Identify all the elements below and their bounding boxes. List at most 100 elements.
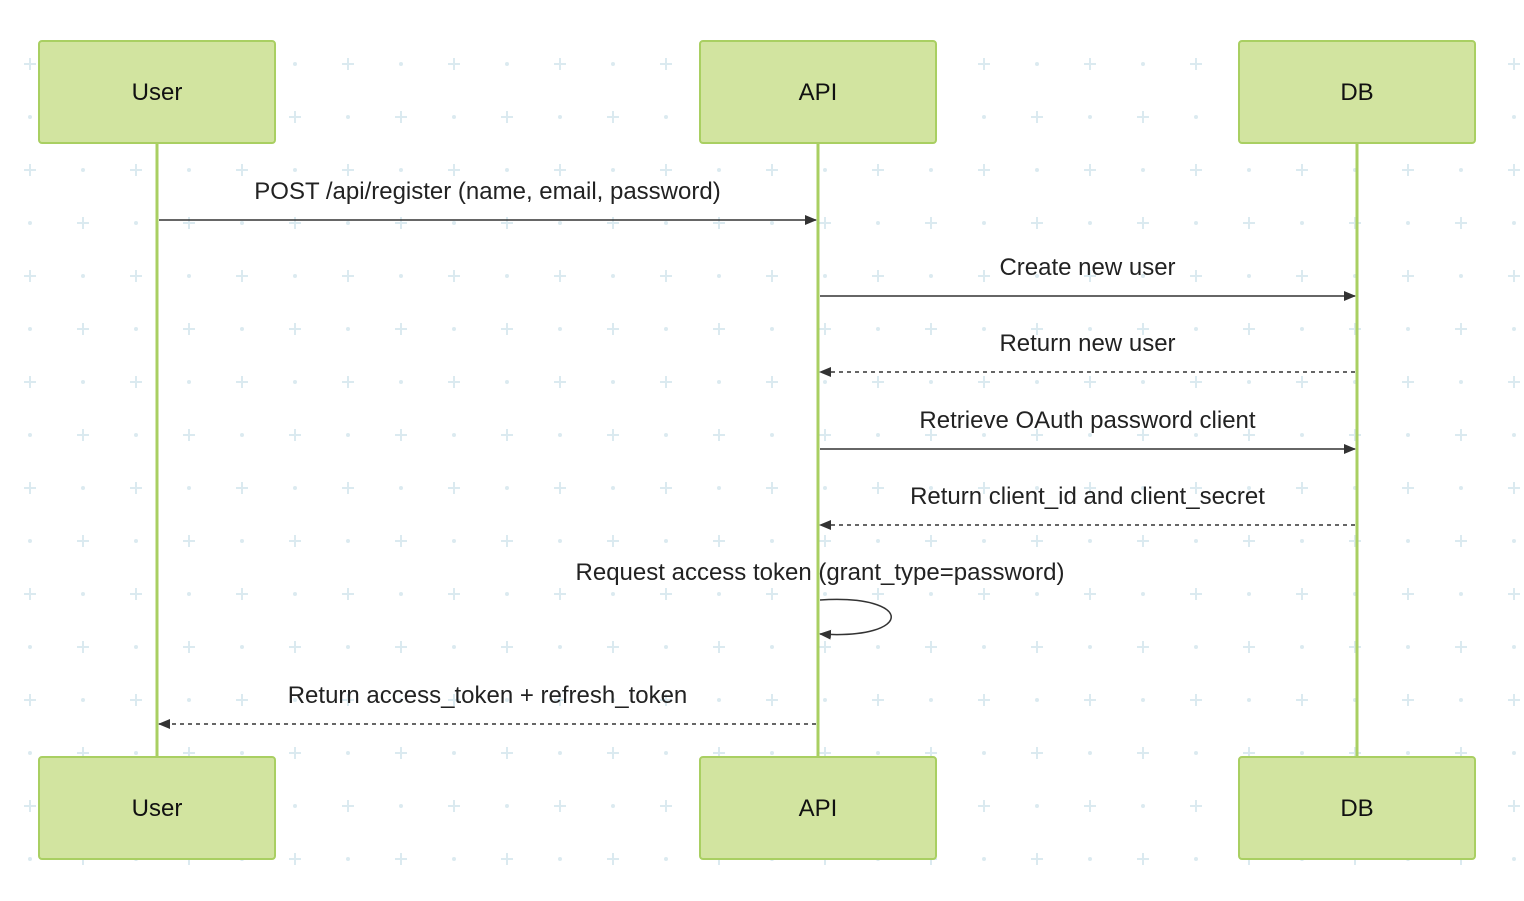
grid-cross [1190, 482, 1202, 494]
grid-dot [1247, 698, 1251, 702]
grid-dot [293, 168, 297, 172]
actor-user-bottom: User [38, 756, 276, 860]
grid-dot [1035, 380, 1039, 384]
grid-cross [1349, 217, 1361, 229]
grid-dot [452, 327, 456, 331]
grid-cross [501, 429, 513, 441]
grid-dot [452, 645, 456, 649]
grid-cross [1349, 323, 1361, 335]
grid-dot [611, 804, 615, 808]
grid-cross [554, 800, 566, 812]
grid-cross [1296, 482, 1308, 494]
grid-cross [501, 111, 513, 123]
lifelines [155, 143, 1359, 757]
grid-cross [1084, 800, 1096, 812]
grid-dot [1035, 168, 1039, 172]
grid-cross [1031, 853, 1043, 865]
grid-cross [1455, 429, 1467, 441]
grid-dot [81, 592, 85, 596]
grid-dot [346, 115, 350, 119]
grid-dot [558, 751, 562, 755]
messages: POST /api/register (name, email, passwor… [158, 178, 1356, 729]
grid-dot [1088, 327, 1092, 331]
grid-cross [925, 535, 937, 547]
grid-dot [399, 62, 403, 66]
grid-dot [1035, 62, 1039, 66]
grid-cross [766, 588, 778, 600]
grid-cross [607, 641, 619, 653]
grid-cross [448, 164, 460, 176]
grid-dot [823, 592, 827, 596]
grid-cross [554, 270, 566, 282]
grid-dot [505, 698, 509, 702]
grid-dot [346, 645, 350, 649]
grid-dot [346, 751, 350, 755]
grid-dot [1512, 751, 1516, 755]
grid-dot [1512, 857, 1516, 861]
grid-dot [1512, 115, 1516, 119]
grid-dot [1459, 698, 1463, 702]
grid-dot [452, 751, 456, 755]
grid-dot [876, 221, 880, 225]
grid-cross [1508, 376, 1520, 388]
grid-cross [607, 323, 619, 335]
grid-cross [1296, 694, 1308, 706]
grid-cross [925, 323, 937, 335]
grid-cross [766, 694, 778, 706]
grid-dot [664, 645, 668, 649]
grid-dot [134, 221, 138, 225]
grid-cross [342, 376, 354, 388]
grid-dot [876, 645, 880, 649]
grid-dot [770, 751, 774, 755]
grid-dot [982, 115, 986, 119]
grid-dot [505, 804, 509, 808]
grid-dot [1406, 433, 1410, 437]
grid-dot [611, 486, 615, 490]
grid-cross [1190, 694, 1202, 706]
grid-dot [399, 168, 403, 172]
grid-cross [448, 58, 460, 70]
grid-cross [501, 641, 513, 653]
grid-dot [28, 327, 32, 331]
grid-cross [819, 323, 831, 335]
grid-cross [1137, 853, 1149, 865]
grid-cross [1031, 217, 1043, 229]
grid-dot [240, 433, 244, 437]
actor-label-api: API [799, 79, 838, 106]
grid-dot [717, 274, 721, 278]
grid-cross [24, 270, 36, 282]
grid-cross [24, 164, 36, 176]
grid-cross [872, 376, 884, 388]
grid-dot [293, 380, 297, 384]
grid-cross [1349, 535, 1361, 547]
grid-dot [929, 380, 933, 384]
grid-cross [395, 535, 407, 547]
grid-cross [236, 482, 248, 494]
grid-dot [1141, 274, 1145, 278]
grid-cross [1084, 270, 1096, 282]
grid-dot [187, 168, 191, 172]
grid-cross [130, 588, 142, 600]
grid-dot [1141, 380, 1145, 384]
grid-cross [607, 853, 619, 865]
grid-dot [293, 274, 297, 278]
grid-cross [501, 535, 513, 547]
grid-dot [929, 592, 933, 596]
grid-cross [342, 482, 354, 494]
background-grid [24, 58, 1520, 865]
grid-dot [1141, 804, 1145, 808]
grid-cross [1508, 270, 1520, 282]
grid-dot [399, 592, 403, 596]
grid-dot [982, 751, 986, 755]
grid-dot [770, 645, 774, 649]
grid-dot [664, 327, 668, 331]
grid-dot [28, 115, 32, 119]
grid-dot [28, 539, 32, 543]
grid-cross [1190, 376, 1202, 388]
grid-cross [819, 641, 831, 653]
grid-cross [1137, 641, 1149, 653]
grid-dot [1459, 486, 1463, 490]
grid-dot [1141, 62, 1145, 66]
grid-cross [342, 270, 354, 282]
grid-cross [766, 482, 778, 494]
